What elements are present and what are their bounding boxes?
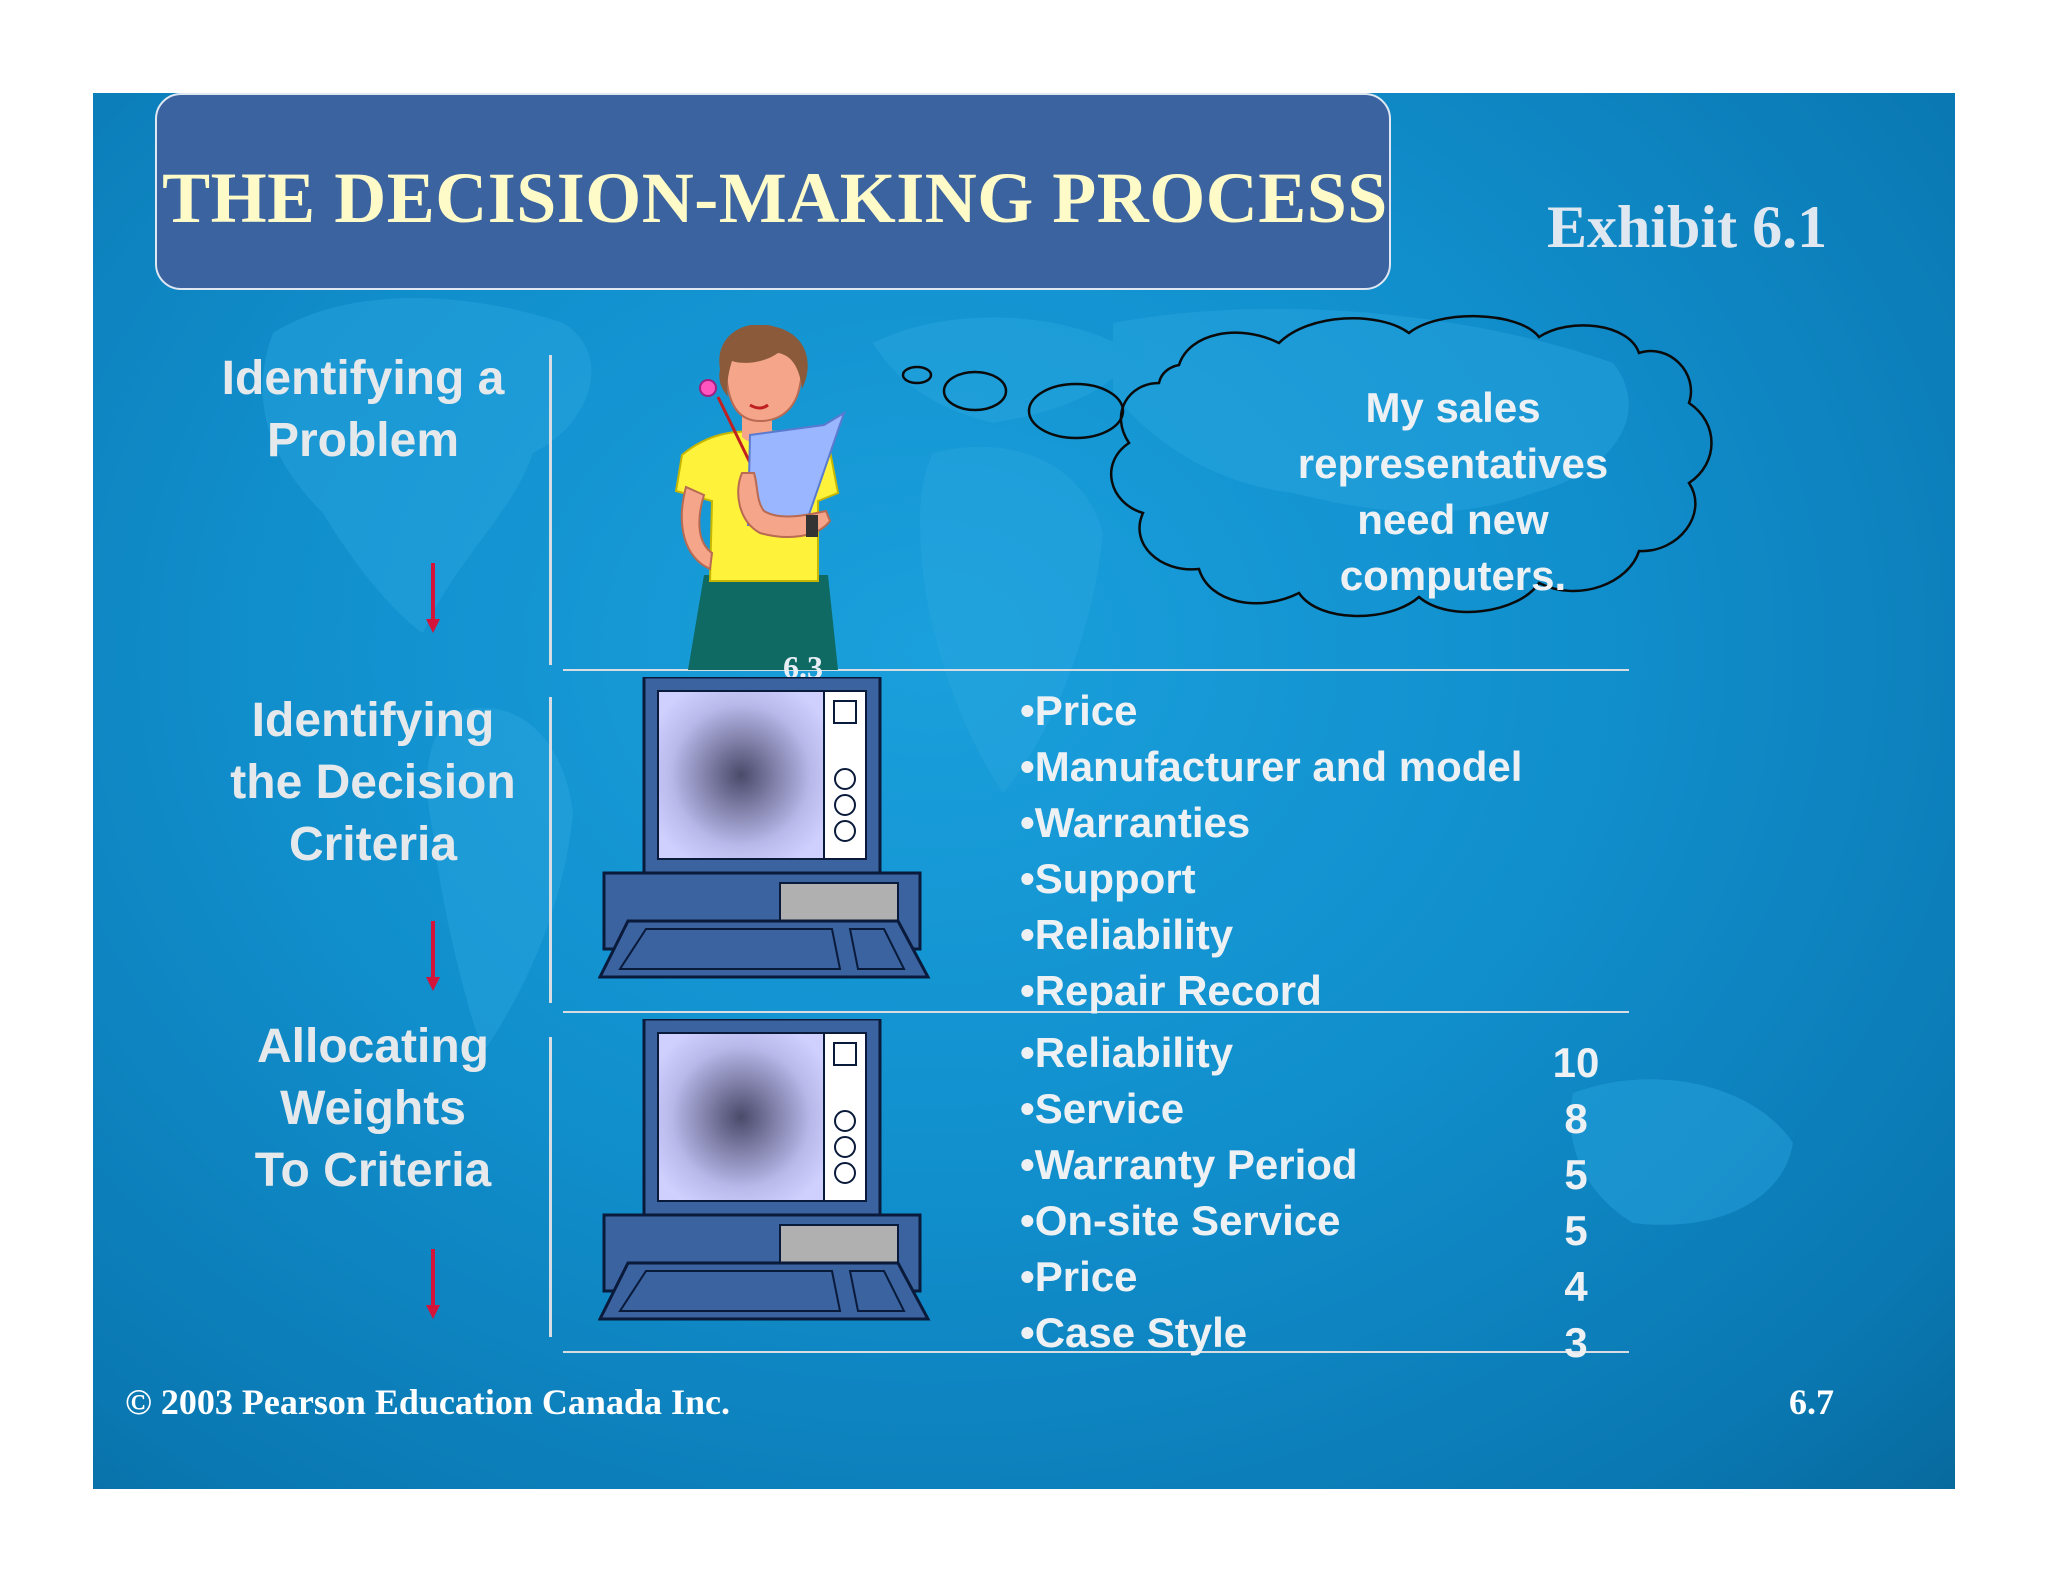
down-arrow-icon [426,921,440,991]
criteria-weight: 8 [1564,1095,1588,1142]
step-label-line: Identifying a [221,352,505,405]
weighted-criteria-name: •Reliability [1020,1029,1234,1076]
divider-vertical [549,697,552,1003]
thought-line: representatives [1297,440,1609,487]
weighted-criteria-name: •Price [1020,1253,1138,1300]
divider-vertical [549,1037,552,1337]
page-number: 6.7 [1789,1382,1834,1422]
criteria-item: •Repair Record [1020,967,1322,1014]
title-banner: THE DECISION-MAKING PROCESS [155,93,1391,290]
step-allocate-weights: Allocating Weights To Criteria [173,1016,573,1202]
step-label-line: To Criteria [254,1144,492,1197]
computer-icon [598,1019,931,1321]
step-label-line: the Decision [230,756,516,809]
step-label-line: Criteria [288,818,458,871]
step-label-line: Allocating [256,1020,489,1073]
criteria-weight: 4 [1564,1263,1588,1310]
thought-line: My sales [1365,384,1541,431]
divider-vertical [549,355,552,665]
weighted-criteria-name: •On-site Service [1020,1197,1341,1244]
criteria-item: •Reliability [1020,911,1234,958]
criteria-item: •Support [1020,855,1196,902]
criteria-weight: 5 [1564,1151,1588,1198]
slide: THE DECISION-MAKING PROCESS Exhibit 6.1 … [93,93,1955,1489]
divider-horizontal [563,1011,1629,1013]
weighted-criteria-name: •Warranty Period [1020,1141,1358,1188]
step-label-line: Weights [280,1082,466,1135]
criteria-weight: 3 [1564,1319,1588,1366]
criteria-item: •Price [1020,687,1138,734]
step-label-line: Identifying [251,694,495,747]
thought-cloud [901,314,1713,618]
criteria-item: •Warranties [1020,799,1251,846]
criteria-weight: 10 [1552,1039,1600,1086]
divider-horizontal [563,669,1629,671]
weighted-criteria-name: •Case Style [1020,1309,1248,1356]
criteria-item: •Manufacturer and model [1020,743,1523,790]
exhibit-label: Exhibit 6.1 [1547,194,1828,260]
divider-horizontal [563,1351,1629,1353]
step-identify-problem: Identifying a Problem [163,348,563,472]
slide-title: THE DECISION-MAKING PROCESS [162,158,1388,238]
step-label-line: Problem [266,414,460,467]
step-identify-criteria: Identifying the Decision Criteria [173,690,573,876]
weighted-criteria-name: •Service [1020,1085,1185,1132]
down-arrow-icon [426,1249,440,1319]
thought-text: My sales representatives need new comput… [1253,380,1653,604]
computer-icon [598,677,931,979]
world-map-background [262,298,1793,1225]
copyright-text: © 2003 Pearson Education Canada Inc. [125,1382,730,1422]
thought-line: computers. [1339,552,1567,599]
criteria-weight: 5 [1564,1207,1588,1254]
thought-line: need new [1357,496,1549,543]
down-arrow-icon [426,563,440,633]
thinking-woman-illustration [674,325,846,670]
